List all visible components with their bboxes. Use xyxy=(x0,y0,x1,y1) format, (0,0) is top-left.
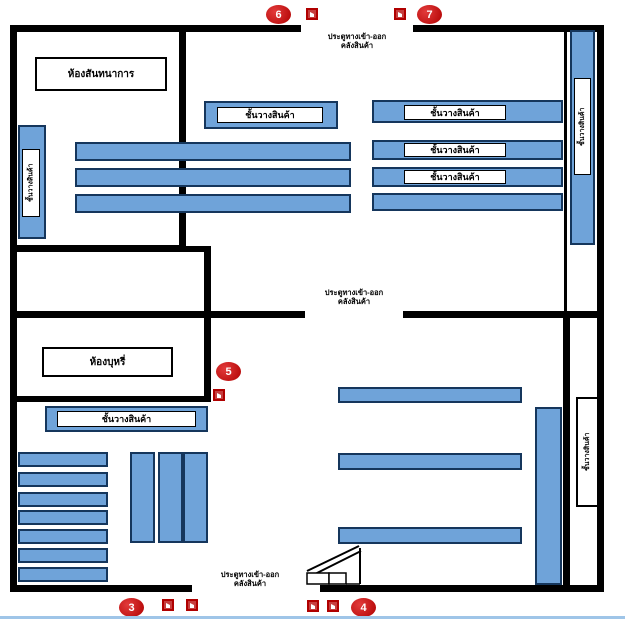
wall-vertical-divider xyxy=(204,246,211,402)
wall-inner-right-bottom xyxy=(563,318,570,592)
marker-number: 7 xyxy=(426,8,433,21)
shelf-bottom-labeled-label: ชั้นวางสินค้า xyxy=(57,411,196,427)
shelf-vertical-left-label: ชั้นวางสินค้า xyxy=(22,149,40,217)
wall-inner-right-top xyxy=(564,28,567,311)
door-label-line2: คลังสินค้า xyxy=(233,579,267,589)
shelf-vertical-right-top-label: ชั้นวางสินค้า xyxy=(574,78,591,175)
red-square-marker-icon xyxy=(213,389,225,401)
door-label-line2: คลังสินค้า xyxy=(337,297,371,307)
shelf-bar xyxy=(18,472,108,487)
marker-number: 5 xyxy=(225,365,232,378)
marker-number: 3 xyxy=(128,601,135,614)
wall-midleft-room-top xyxy=(10,246,211,252)
shelf-top-mid-label: ชั้นวางสินค้า xyxy=(217,107,323,123)
wall-middle-left-segment xyxy=(10,311,305,318)
shelf-bar xyxy=(338,527,522,544)
red-square-marker-icon xyxy=(186,599,198,611)
shelf-bar xyxy=(130,452,155,543)
shelf-vertical-right-bottom xyxy=(535,407,562,585)
red-square-marker-icon xyxy=(394,8,406,20)
camera-point-3: 3 xyxy=(119,598,144,617)
door-label-line1: ประตูทางเข้า-ออก xyxy=(327,32,387,41)
shelf-bar xyxy=(183,452,208,543)
shelf-bar xyxy=(18,492,108,507)
shelf-right-2-label: ชั้นวางสินค้า xyxy=(404,143,506,157)
smoking-room-label: ห้องบุหรี่ xyxy=(42,347,173,377)
stairs-icon xyxy=(303,540,365,586)
shelf-bar xyxy=(158,452,183,543)
shelf-bar xyxy=(75,168,351,187)
shelf-bar xyxy=(18,529,108,544)
red-square-marker-icon xyxy=(307,600,319,612)
wall-outer-right xyxy=(597,25,604,592)
red-square-marker-icon xyxy=(306,8,318,20)
recreation-room-text: ห้องสันทนาการ xyxy=(67,68,135,80)
camera-point-7: 7 xyxy=(417,5,442,24)
shelf-right-3-label: ชั้นวางสินค้า xyxy=(404,170,506,184)
door-label-top: ประตูทางเข้า-ออก คลังสินค้า xyxy=(292,32,422,51)
camera-point-5: 5 xyxy=(216,362,241,381)
shelf-right-1-label: ชั้นวางสินค้า xyxy=(404,105,506,120)
smoking-room-text: ห้องบุหรี่ xyxy=(89,356,126,368)
shelf-bar xyxy=(18,510,108,525)
door-label-line1: ประตูทางเข้า-ออก xyxy=(220,570,280,579)
door-label-bottom: ประตูทางเข้า-ออก คลังสินค้า xyxy=(185,570,315,589)
shelf-bar xyxy=(18,548,108,563)
marker-number: 6 xyxy=(275,8,282,21)
red-square-marker-icon xyxy=(162,599,174,611)
wall-middle-right-segment xyxy=(403,311,604,318)
wall-top-right-segment xyxy=(413,25,604,32)
door-label-line1: ประตูทางเข้า-ออก xyxy=(324,288,384,297)
shelf-bar xyxy=(75,142,351,161)
camera-point-6: 6 xyxy=(266,5,291,24)
shelf-vertical-right-bottom-label: ชั้นวางสินค้า xyxy=(576,397,599,507)
camera-point-4: 4 xyxy=(351,598,376,617)
door-label-line2: คลังสินค้า xyxy=(340,41,374,51)
red-square-marker-icon xyxy=(327,600,339,612)
door-label-middle: ประตูทางเข้า-ออก คลังสินค้า xyxy=(289,288,419,307)
wall-outer-left xyxy=(10,25,17,592)
wall-smoking-room-bottom xyxy=(10,396,211,402)
wall-bottom-left-segment xyxy=(10,585,192,592)
recreation-room-label: ห้องสันทนาการ xyxy=(35,57,167,91)
shelf-bar xyxy=(338,387,522,403)
shelf-bar xyxy=(372,193,563,211)
shelf-bar xyxy=(75,194,351,213)
marker-number: 4 xyxy=(360,601,367,614)
wall-bottom-right-segment xyxy=(320,585,604,592)
shelf-bar xyxy=(18,567,108,582)
shelf-bar xyxy=(338,453,522,470)
shelf-bar xyxy=(18,452,108,467)
bottom-table-edge xyxy=(0,616,625,619)
